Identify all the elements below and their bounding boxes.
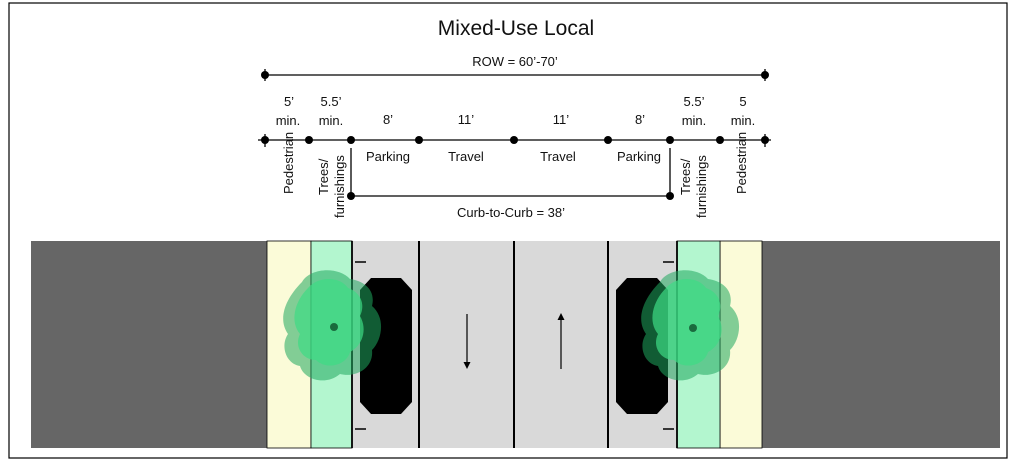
diagram-title: Mixed-Use Local <box>438 17 594 40</box>
seg3-dim1: 11’ <box>458 112 474 127</box>
seg7-dim1: 5 <box>739 94 746 109</box>
segment-vertical-labels: Pedestrian Trees/ furnishings Trees/ fur… <box>281 132 749 218</box>
tick-1 <box>305 136 313 144</box>
building-left <box>31 241 267 448</box>
segment-dimension-line <box>258 134 771 147</box>
seg3-label: Travel <box>448 149 484 164</box>
seg5-label: Parking <box>617 149 661 164</box>
seg4-dim1: 11’ <box>553 112 569 127</box>
seg1-label2: furnishings <box>332 155 347 218</box>
seg2-dim1: 8’ <box>383 112 393 127</box>
segment-labels: Parking Travel Travel Parking <box>366 149 661 164</box>
arrow-down-icon <box>463 314 471 369</box>
tick-4 <box>510 136 518 144</box>
seg1-label: Trees/ <box>316 158 331 195</box>
seg6-dim1: 5.5’ <box>684 94 705 109</box>
tick-6 <box>666 136 674 144</box>
seg7-label: Pedestrian <box>734 132 749 194</box>
curb-label: Curb-to-Curb = 38’ <box>457 205 565 220</box>
tree-left-icon <box>283 270 382 381</box>
seg0-dim1: 5’ <box>284 94 294 109</box>
seg5-dim1: 8’ <box>635 112 645 127</box>
seg4-label: Travel <box>540 149 576 164</box>
frame-border <box>8 2 1008 459</box>
tick-2 <box>347 136 355 144</box>
tick-0 <box>261 136 269 144</box>
street-plan-view <box>31 240 1000 449</box>
row-label: ROW = 60’-70’ <box>472 54 558 69</box>
tick-7 <box>716 136 724 144</box>
arrow-up-icon <box>557 313 565 369</box>
seg7-dim2: min. <box>731 113 756 128</box>
seg6-dim2: min. <box>682 113 707 128</box>
seg6-label2: furnishings <box>694 155 709 218</box>
building-right <box>761 241 1000 448</box>
tree-right-icon <box>641 270 740 381</box>
segment-dimension-labels: 5’ min. 5.5’ min. 8’ 11’ 11’ 8’ 5.5’ min… <box>276 94 756 128</box>
seg0-label: Pedestrian <box>281 132 296 194</box>
tick-8 <box>761 136 769 144</box>
seg1-dim2: min. <box>319 113 344 128</box>
seg0-dim2: min. <box>276 113 301 128</box>
seg1-dim1: 5.5’ <box>321 94 342 109</box>
tick-3 <box>415 136 423 144</box>
tick-5 <box>604 136 612 144</box>
seg2-label: Parking <box>366 149 410 164</box>
seg6-label: Trees/ <box>678 158 693 195</box>
row-dimension: ROW = 60’-70’ <box>261 54 769 81</box>
curb-dimension: Curb-to-Curb = 38’ <box>347 148 674 220</box>
